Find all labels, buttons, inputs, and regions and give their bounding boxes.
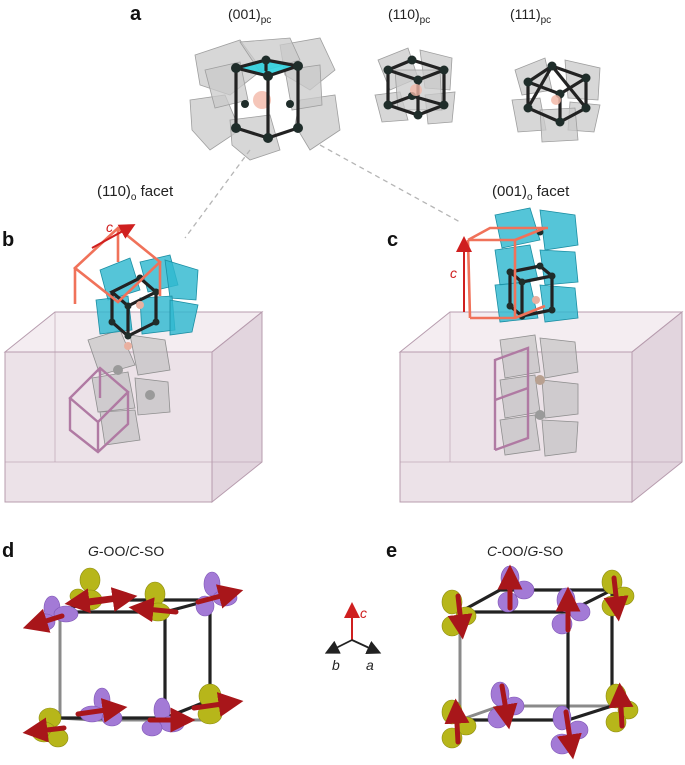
view-title-110: (110)pc: [388, 6, 430, 26]
panel-label-e: e: [386, 540, 397, 562]
panel-label-a: a: [130, 3, 142, 25]
panel-label-b: b: [2, 229, 14, 251]
title-e: C-OO/G-SO: [487, 543, 563, 559]
panel-label-d: d: [2, 540, 14, 562]
spin-arrow: [492, 683, 518, 730]
axis-c-label: c: [360, 605, 367, 621]
spin-arrow: [447, 593, 473, 640]
spin-arrow: [22, 717, 67, 743]
spin-arrow: [75, 698, 128, 723]
axis-c-label-c: c: [450, 265, 457, 281]
spin-arrow: [191, 692, 244, 717]
spin-arrow: [79, 587, 138, 612]
structure-001-pc: [189, 37, 341, 161]
spin-arrow: [557, 709, 582, 760]
panel-label-c: c: [387, 229, 398, 251]
spin-arrow: [608, 682, 634, 729]
axis-c-label-b: c: [106, 219, 113, 235]
structure-110-pc: [374, 47, 456, 125]
spin-arrow: [128, 597, 179, 623]
spin-arrow: [195, 584, 244, 609]
spin-arrow: [444, 698, 470, 745]
structure-111-pc: [511, 57, 601, 143]
connector-line-c: [319, 144, 461, 223]
spin-arrow: [603, 575, 629, 622]
facet-title-c: (001)o facet: [492, 183, 570, 203]
axis-triad: c b a: [324, 602, 382, 673]
view-title-111: (111)pc: [510, 6, 551, 26]
cell-d: [22, 567, 244, 748]
spin-arrow: [22, 608, 65, 633]
axis-a-label: a: [366, 657, 374, 673]
facet-title-b: (110)o facet: [97, 183, 174, 203]
axis-b-label: b: [332, 657, 340, 673]
title-d: G-OO/C-SO: [88, 543, 164, 559]
connector-line-b: [184, 149, 251, 239]
cell-e: [441, 564, 639, 760]
film-structure-b: c: [68, 219, 199, 454]
film-structure-c: c: [450, 207, 579, 457]
view-title-001: (001)pc: [228, 6, 271, 26]
